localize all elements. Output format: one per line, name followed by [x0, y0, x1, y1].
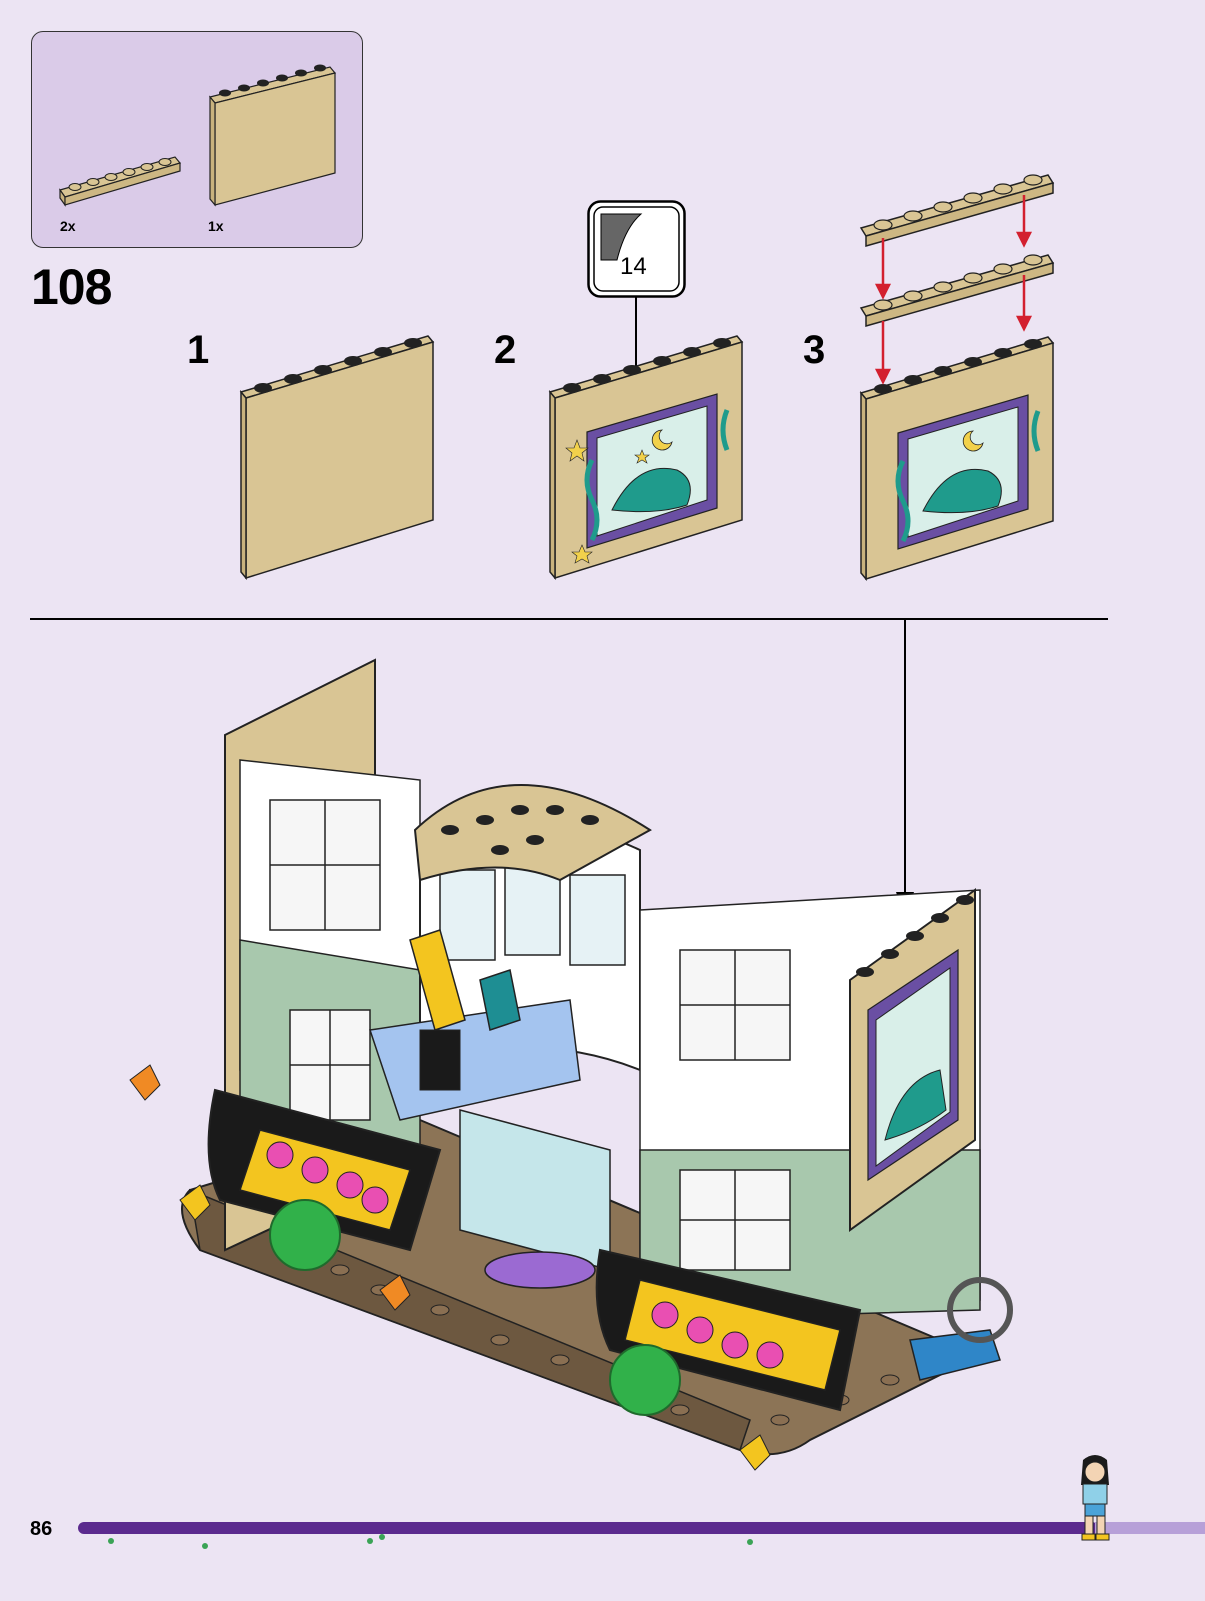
minifigure-icon [1065, 1450, 1125, 1550]
